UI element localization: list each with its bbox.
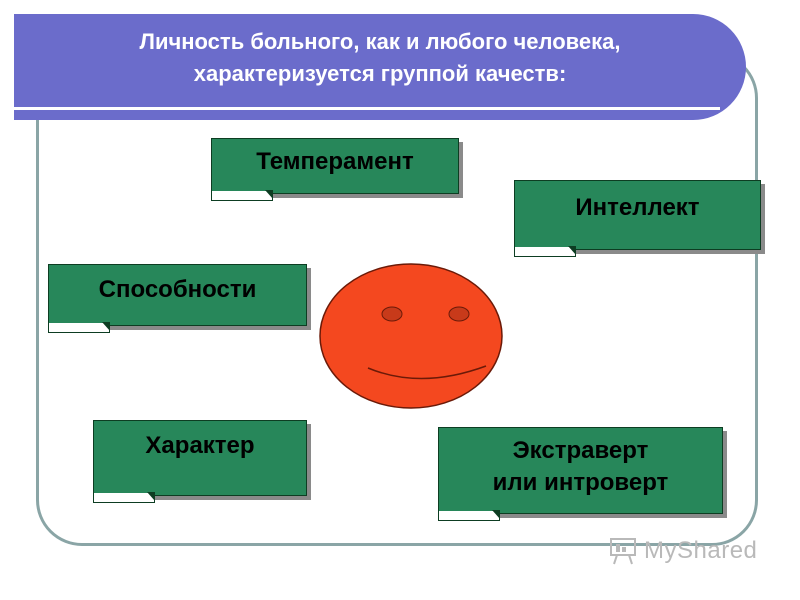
quality-label: Способности (98, 276, 257, 303)
quality-card-temperament: Темперамент (211, 138, 459, 201)
watermark: MyShared (608, 534, 768, 568)
quality-label: Характер (145, 432, 255, 459)
quality-card-extravert-introvert: Экстраверт или интроверт (438, 427, 723, 521)
smiley-face (319, 263, 503, 409)
face-circle (319, 263, 503, 409)
card-fold (438, 510, 500, 521)
card-fold (211, 190, 273, 201)
quality-card-intellect: Интеллект (514, 180, 761, 257)
presentation-board-icon (610, 538, 636, 565)
quality-label: Темперамент (256, 148, 414, 175)
left-eye (381, 306, 403, 322)
card-fold (48, 322, 110, 333)
watermark-text: MyShared (644, 537, 758, 564)
title-underline (14, 107, 720, 110)
smile-mouth (367, 365, 487, 380)
quality-card-abilities: Способности (48, 264, 307, 333)
card-fold (93, 492, 155, 503)
card-fold (514, 246, 576, 257)
title-bar: Личность больного, как и любого человека… (14, 14, 746, 120)
quality-label: Интеллект (575, 194, 700, 221)
quality-card-character: Характер (93, 420, 307, 503)
right-eye (448, 306, 470, 322)
slide-title: Личность больного, как и любого человека… (139, 29, 621, 86)
quality-label: Экстраверт или интроверт (492, 436, 669, 496)
